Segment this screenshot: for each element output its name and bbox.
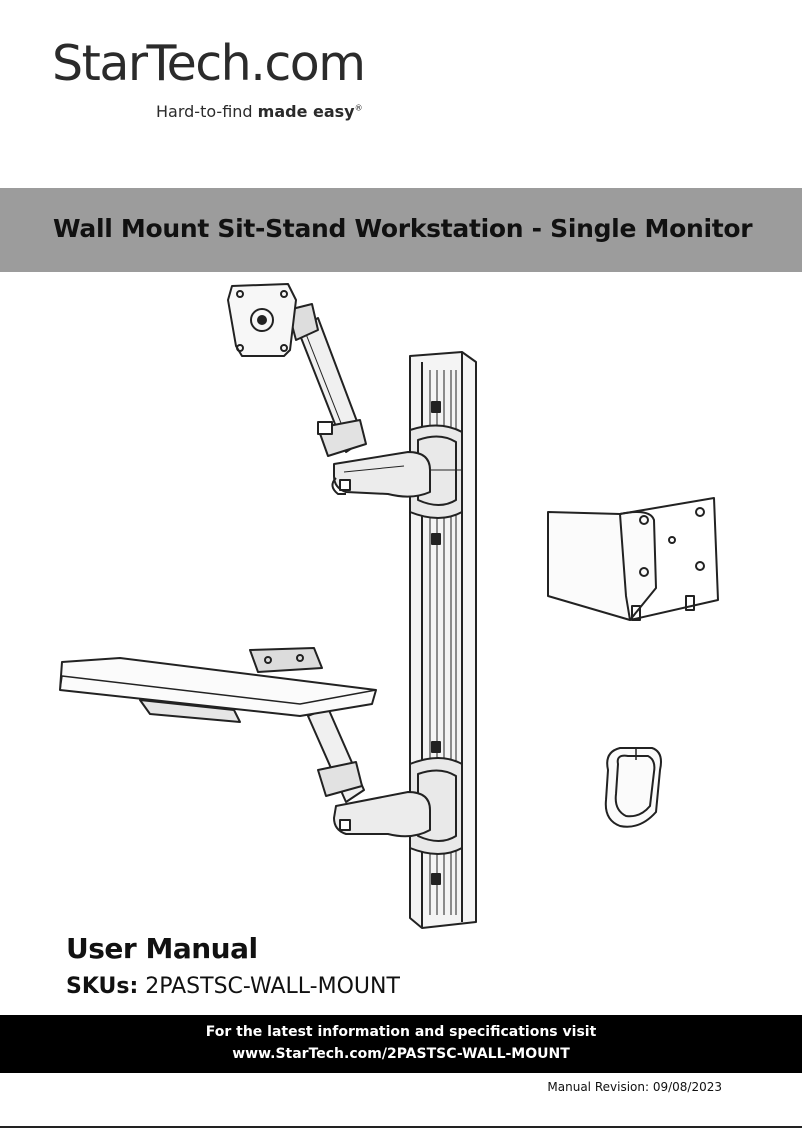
keyboard-tray	[59, 647, 377, 723]
vesa-plate	[227, 283, 297, 357]
product-illustration	[59, 283, 719, 929]
keyboard-arm	[307, 707, 431, 838]
cable-hook	[604, 747, 662, 828]
sku-line: SKUs: 2PASTSC-WALL-MOUNT	[66, 974, 400, 999]
logo-wordmark: StarTech.com	[52, 35, 366, 92]
info-url[interactable]: www.StarTech.com/2PASTSC-WALL-MOUNT	[232, 1046, 570, 1062]
startech-logo: StarTech.com Hard-to-find made easy®	[52, 34, 382, 134]
info-band: For the latest information and specifica…	[0, 1015, 802, 1073]
manual-revision: Manual Revision: 09/08/2023	[547, 1080, 722, 1094]
title-band: Wall Mount Sit-Stand Workstation - Singl…	[0, 188, 802, 272]
cpu-holder	[547, 497, 719, 621]
product-title: Wall Mount Sit-Stand Workstation - Singl…	[53, 214, 753, 243]
sku-value: 2PASTSC-WALL-MOUNT	[145, 974, 400, 999]
monitor-arm	[287, 303, 431, 498]
bottom-divider	[0, 1126, 802, 1128]
document-type: User Manual	[66, 932, 258, 965]
info-line-1: For the latest information and specifica…	[205, 1024, 597, 1040]
sku-label: SKUs:	[66, 974, 139, 999]
logo-tagline: Hard-to-find made easy®	[156, 102, 363, 121]
